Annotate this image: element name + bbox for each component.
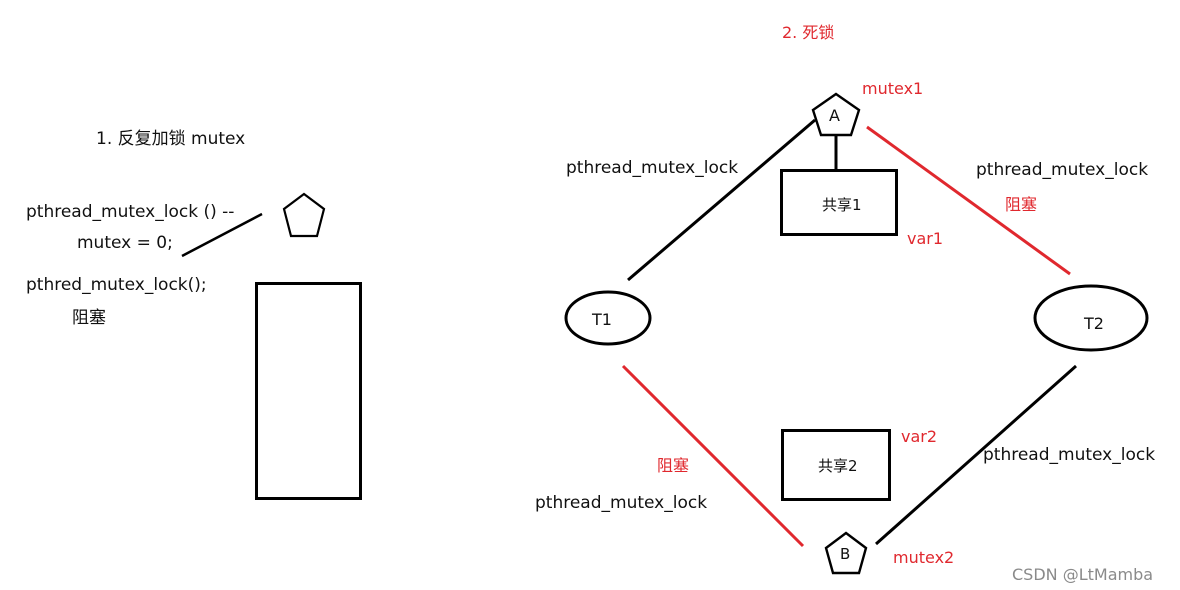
line-t2-to-b bbox=[875, 364, 1077, 546]
mutex2-pentagon-shape bbox=[824, 531, 868, 575]
t1-blocked-label: 阻塞 bbox=[657, 456, 690, 475]
t1-lock-b-label: pthread_mutex_lock bbox=[535, 493, 708, 513]
deadlock-title: 2. 死锁 bbox=[782, 23, 835, 42]
t1-ellipse-shape bbox=[564, 290, 652, 346]
shared-resource-2 bbox=[781, 429, 891, 501]
left-pentagon-shape bbox=[282, 192, 326, 238]
left-code-line-4: 阻塞 bbox=[72, 308, 106, 328]
left-slant-line bbox=[181, 212, 263, 258]
left-code-line-3: pthred_mutex_lock(); bbox=[26, 275, 207, 295]
var2-label: var2 bbox=[901, 427, 938, 446]
t2-label: T2 bbox=[1084, 314, 1104, 333]
t2-ellipse-shape bbox=[1033, 284, 1149, 352]
left-code-line-1: pthread_mutex_lock () -- bbox=[26, 202, 235, 222]
node-a-label: A bbox=[829, 106, 840, 125]
var1-label: var1 bbox=[907, 229, 944, 248]
line-t1-to-a bbox=[627, 118, 816, 282]
left-code-line-2: mutex = 0; bbox=[77, 233, 173, 253]
line-t1-to-b bbox=[621, 364, 805, 548]
mutex2-label: mutex2 bbox=[893, 548, 955, 567]
t1-lock-a-label: pthread_mutex_lock bbox=[566, 158, 739, 178]
t2-lock-b-label: pthread_mutex_lock bbox=[983, 445, 1156, 465]
csdn-watermark: CSDN @LtMamba bbox=[1012, 565, 1154, 584]
t1-label: T1 bbox=[592, 310, 612, 329]
mutex1-label: mutex1 bbox=[862, 79, 924, 98]
left-rectangle bbox=[255, 282, 362, 500]
node-b-label: B bbox=[840, 545, 851, 563]
t2-lock-a-label: pthread_mutex_lock bbox=[976, 160, 1149, 180]
share2-label: 共享2 bbox=[818, 457, 858, 475]
left-section-title: 1. 反复加锁 mutex bbox=[96, 129, 246, 149]
t2-blocked-label: 阻塞 bbox=[1005, 195, 1038, 214]
shared-resource-1 bbox=[780, 169, 898, 236]
mutex1-pentagon-shape bbox=[811, 92, 861, 137]
share1-label: 共享1 bbox=[822, 196, 862, 214]
line-t2-to-a bbox=[866, 125, 1071, 276]
